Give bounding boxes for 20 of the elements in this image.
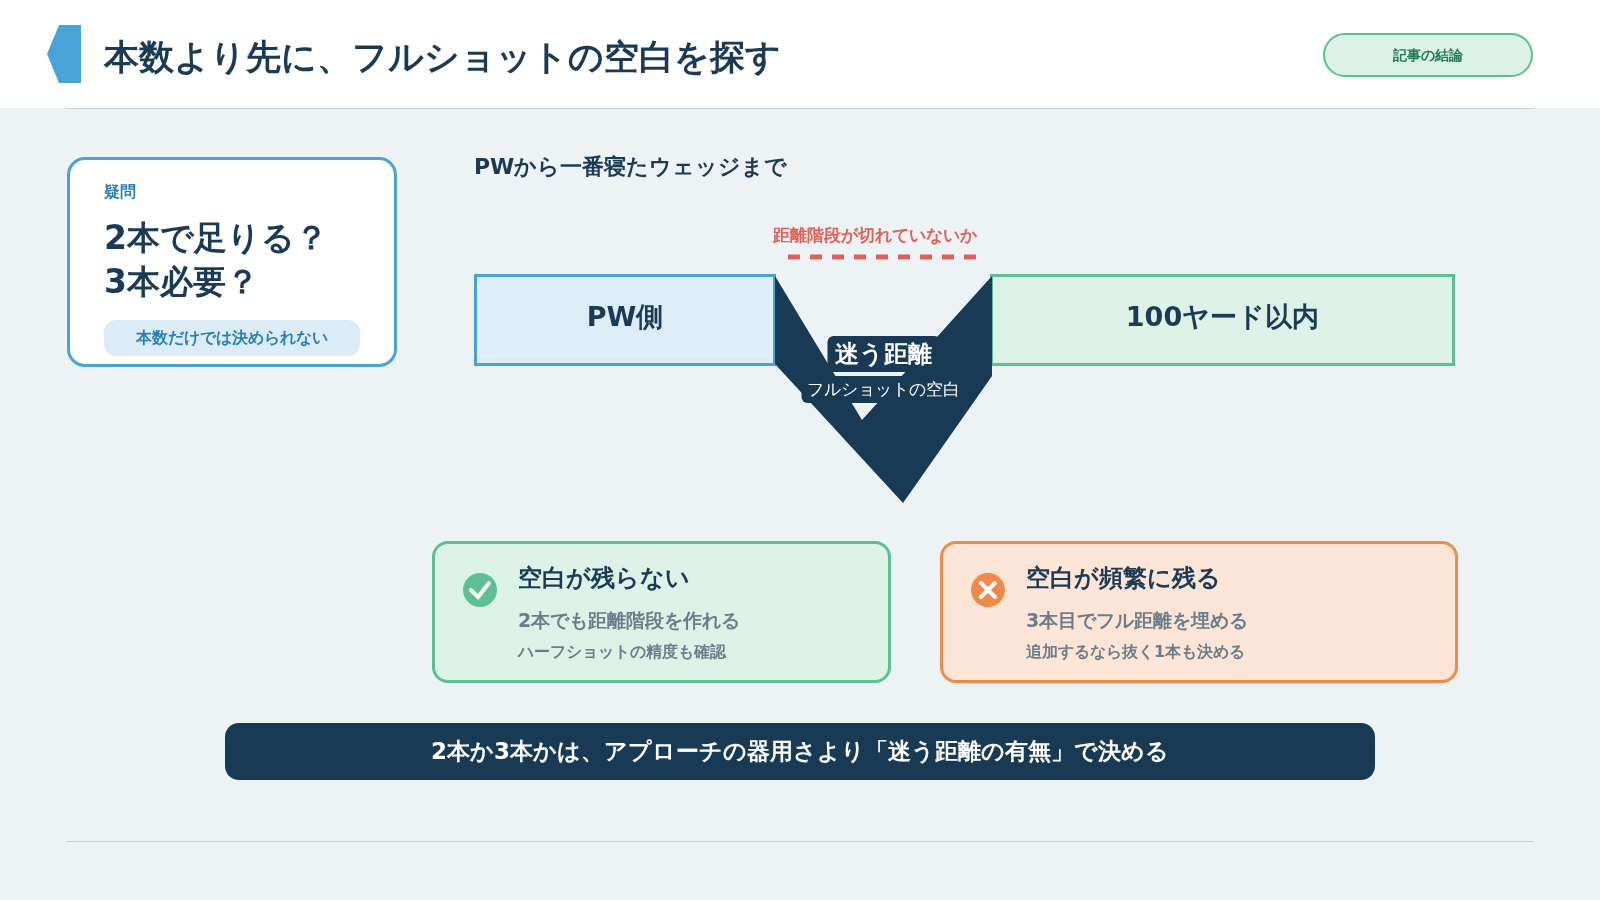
section-label: PWから一番寝たウェッジまで	[474, 153, 788, 181]
gap-label: 迷う距離	[827, 336, 940, 372]
question-card	[67, 157, 397, 367]
card-heading: 空白が頻繁に残る	[1026, 563, 1221, 594]
range-box: 100ヤード以内	[990, 274, 1455, 366]
slide-title: 本数より先に、フルショットの空白を探す	[104, 36, 781, 79]
result-card	[432, 541, 891, 683]
card-note: ハーフショットの精度も確認	[518, 642, 726, 663]
tag-pill: 本数だけでは決められない	[104, 320, 360, 356]
card-note: 追加するなら抜く1本も決める	[1026, 642, 1246, 663]
range-box: PW側	[474, 274, 776, 366]
card-heading: 空白が残らない	[518, 563, 690, 594]
card-text: 2本でも距離階段を作れる	[518, 608, 741, 633]
card-text: 3本目でフル距離を埋める	[1026, 608, 1249, 633]
header-pill: 記事の結論	[1323, 33, 1533, 77]
question-text: 2本で足りる？3本必要？	[104, 217, 329, 303]
result-card	[940, 541, 1458, 683]
warning-label: 距離階段が切れていないか	[773, 224, 977, 247]
card-kicker: 疑問	[104, 182, 136, 203]
conclusion-banner: 2本か3本かは、アプローチの器用さより「迷う距離の有無」で決める	[225, 723, 1375, 780]
